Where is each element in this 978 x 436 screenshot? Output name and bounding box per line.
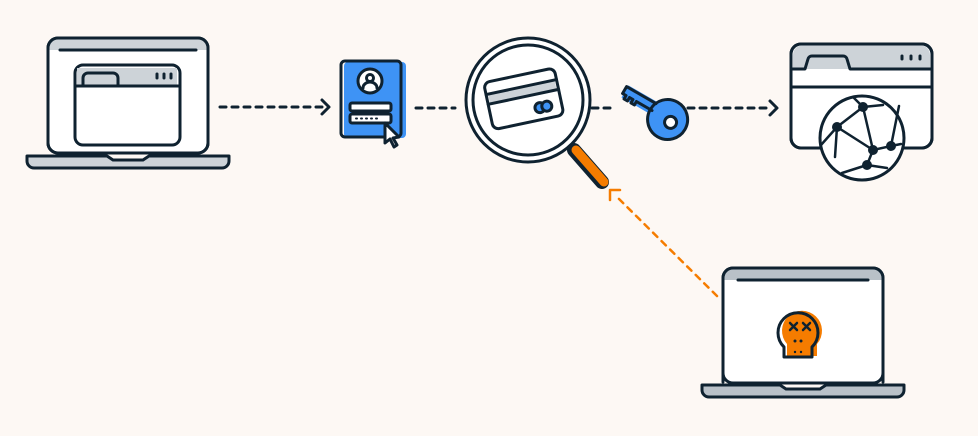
login-form-icon <box>339 59 406 149</box>
dashed-arrow <box>686 99 779 117</box>
skull-icon <box>776 310 822 359</box>
magnifier-credit-card-icon <box>464 36 609 189</box>
dashed-arrow <box>218 98 331 116</box>
key-icon <box>621 85 690 141</box>
attack-arrow <box>608 188 719 298</box>
user-laptop-icon <box>25 36 231 170</box>
attacker-laptop-icon <box>700 266 906 399</box>
web-browser-globe-icon <box>789 42 934 182</box>
